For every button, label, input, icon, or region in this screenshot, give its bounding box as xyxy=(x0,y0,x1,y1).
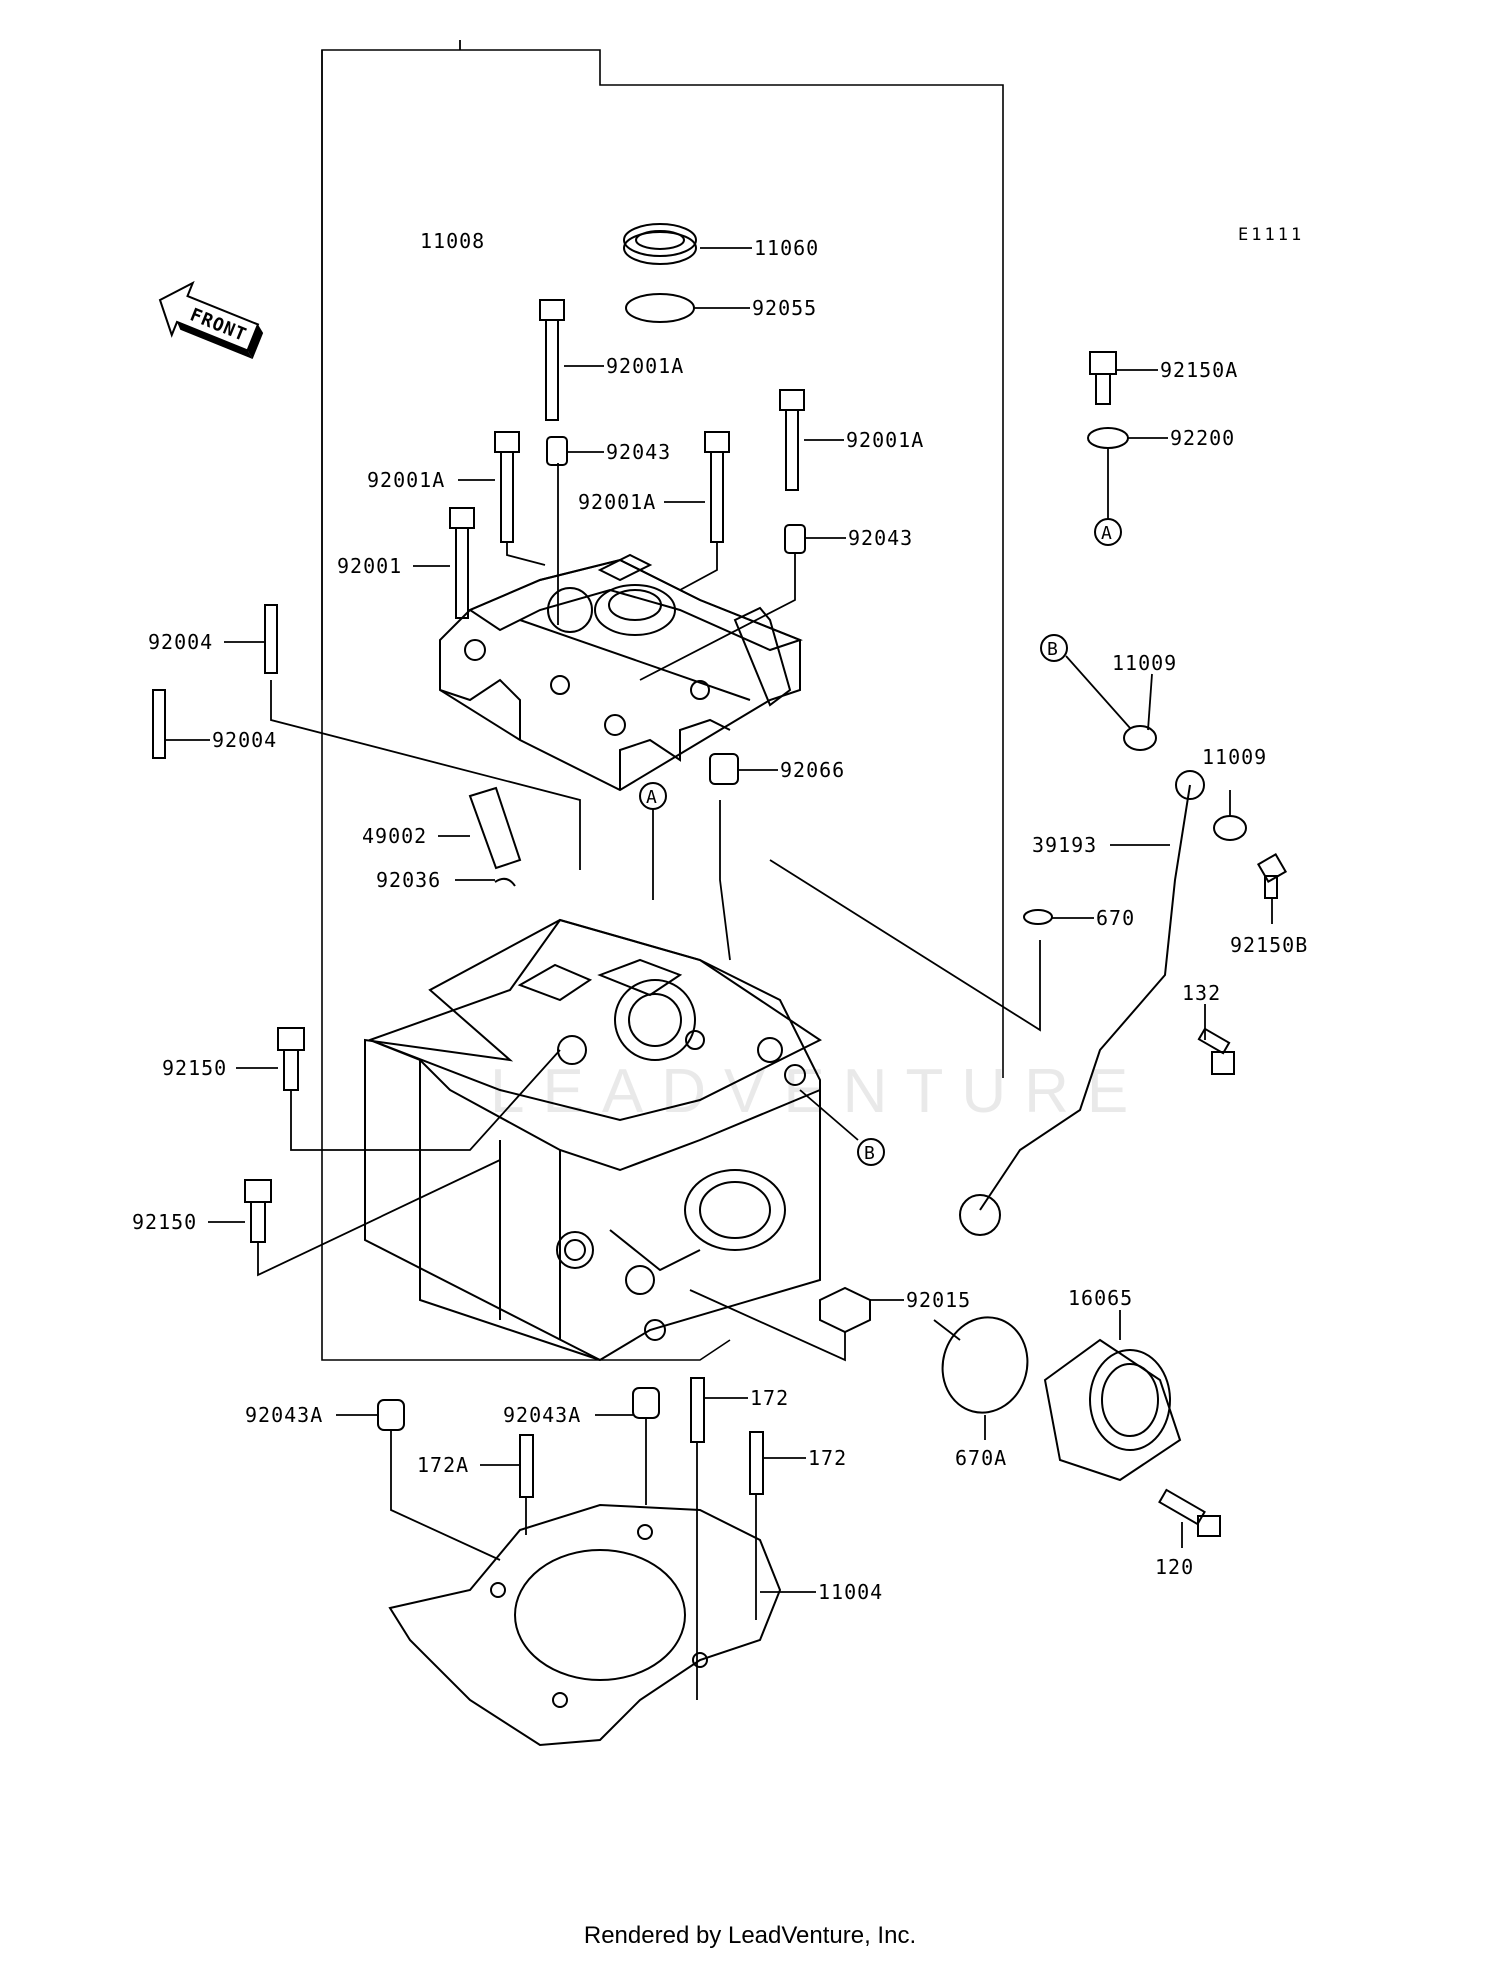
cylinder-head xyxy=(364,918,822,1362)
label-172-1: 172 xyxy=(750,1386,789,1410)
svg-text:A: A xyxy=(1101,523,1113,544)
dowel-92043a-1 xyxy=(377,1399,405,1431)
marker-b-1: B xyxy=(1040,634,1068,662)
washer-11009-1 xyxy=(1123,725,1157,751)
label-92001a-2: 92001A xyxy=(846,428,924,452)
bolt-92150-1 xyxy=(277,1027,305,1091)
label-11009-2: 11009 xyxy=(1202,745,1267,769)
label-92055: 92055 xyxy=(752,296,817,320)
label-92036: 92036 xyxy=(376,868,441,892)
label-92001a-4: 92001A xyxy=(578,490,656,514)
stud-92004-1 xyxy=(264,604,278,674)
label-132: 132 xyxy=(1182,981,1221,1005)
stud-172a xyxy=(519,1434,534,1498)
label-92150a: 92150A xyxy=(1160,358,1238,382)
washer-92200 xyxy=(1087,427,1129,449)
label-11009-1: 11009 xyxy=(1112,651,1177,675)
diagram-code: E1111 xyxy=(1238,225,1304,245)
label-120: 120 xyxy=(1155,1555,1194,1579)
label-92043a-2: 92043A xyxy=(503,1403,581,1427)
label-92015: 92015 xyxy=(906,1288,971,1312)
label-11060: 11060 xyxy=(754,236,819,260)
seal-11060 xyxy=(623,223,697,265)
label-16065: 16065 xyxy=(1068,1286,1133,1310)
stud-92004-2 xyxy=(152,689,166,759)
label-172a: 172A xyxy=(417,1453,469,1477)
bolt-92001a-1 xyxy=(539,299,565,421)
label-92150-2: 92150 xyxy=(132,1210,197,1234)
stud-172-2 xyxy=(749,1431,764,1495)
oring-670 xyxy=(1023,909,1053,925)
label-92200: 92200 xyxy=(1170,426,1235,450)
camshaft-holder xyxy=(439,553,803,792)
oring-670a xyxy=(941,1316,1029,1414)
label-92043-1: 92043 xyxy=(606,440,671,464)
holder-16065 xyxy=(1043,1338,1182,1482)
dowel-92043a-2 xyxy=(632,1387,660,1419)
assembly-frame-left xyxy=(321,50,731,1361)
nut-92015 xyxy=(819,1286,871,1334)
part-92066 xyxy=(709,753,739,785)
oring-92055 xyxy=(625,293,695,323)
gasket-11004 xyxy=(388,1503,782,1747)
label-92001a-3: 92001A xyxy=(367,468,445,492)
guide-49002 xyxy=(468,786,522,870)
assembly-frame xyxy=(321,49,1004,1078)
bolt-92001 xyxy=(449,507,475,619)
bolt-92150b xyxy=(1256,852,1288,899)
svg-text:A: A xyxy=(646,787,658,808)
bolt-92150-2 xyxy=(244,1179,272,1243)
washer-11009-2 xyxy=(1213,815,1247,841)
part-labels: 11008 11060 92055 92001A 92043 92001A 92… xyxy=(132,229,1308,1604)
marker-b-2: B xyxy=(857,1138,885,1166)
dowel-92043-2 xyxy=(784,524,806,554)
front-arrow-icon: FRONT xyxy=(158,280,264,360)
bolt-120 xyxy=(1158,1488,1221,1537)
label-11008: 11008 xyxy=(420,229,485,253)
label-11004: 11004 xyxy=(818,1580,883,1604)
leader-lines xyxy=(165,247,1273,1700)
label-92043a-1: 92043A xyxy=(245,1403,323,1427)
label-92150-1: 92150 xyxy=(162,1056,227,1080)
bolt-92001a-2 xyxy=(779,389,805,491)
bolt-92001a-3 xyxy=(494,431,520,543)
clip-92036 xyxy=(494,877,516,887)
stud-172-1 xyxy=(690,1377,705,1443)
label-670a: 670A xyxy=(955,1446,1007,1470)
label-92001: 92001 xyxy=(337,554,402,578)
bolt-92150a xyxy=(1089,351,1117,405)
label-92004-2: 92004 xyxy=(212,728,277,752)
label-92004-1: 92004 xyxy=(148,630,213,654)
label-39193: 39193 xyxy=(1032,833,1097,857)
label-92066: 92066 xyxy=(780,758,845,782)
svg-text:B: B xyxy=(1047,639,1059,660)
svg-text:B: B xyxy=(864,1143,876,1164)
oil-pipe-39193 xyxy=(979,784,1191,1211)
footer-credit: Rendered by LeadVenture, Inc. xyxy=(583,1922,917,1949)
marker-a-1: A xyxy=(1094,518,1122,546)
bolt-132 xyxy=(1197,1027,1235,1075)
label-92001a-1: 92001A xyxy=(606,354,684,378)
label-172-2: 172 xyxy=(808,1446,847,1470)
dowel-92043-1 xyxy=(546,436,568,466)
marker-a-2: A xyxy=(639,782,667,810)
bolt-92001a-4 xyxy=(704,431,730,543)
label-670: 670 xyxy=(1096,906,1135,930)
label-92150b: 92150B xyxy=(1230,933,1308,957)
label-49002: 49002 xyxy=(362,824,427,848)
label-92043-2: 92043 xyxy=(848,526,913,550)
